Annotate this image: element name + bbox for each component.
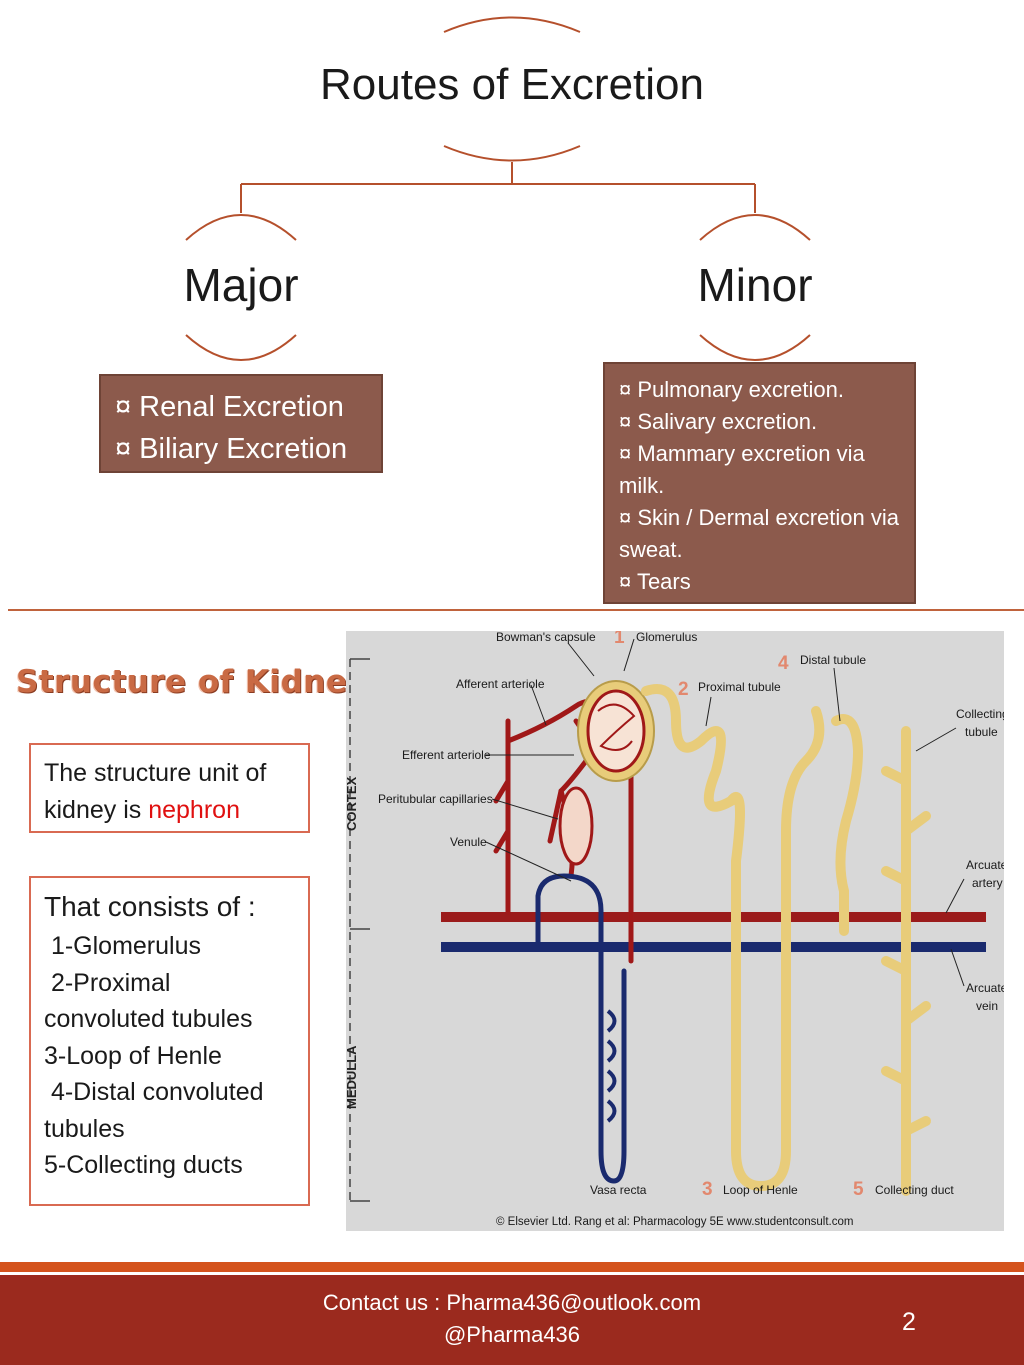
label-arcuate-artery: Arcuate	[966, 858, 1004, 872]
nephron-part: 3-Loop of Henle	[44, 1041, 222, 1070]
major-label: Major	[183, 259, 299, 311]
nephron-part: 4-Distal convoluted tubules	[44, 1078, 271, 1143]
label-glomerulus: Glomerulus	[636, 631, 697, 644]
nephron-word: nephron	[148, 796, 240, 824]
label-loop: Loop of Henle	[723, 1183, 798, 1197]
marker-5: 5	[853, 1179, 864, 1200]
marker-2: 2	[678, 679, 689, 700]
label-vasa-recta: Vasa recta	[590, 1183, 647, 1197]
medulla-label: MEDULLA	[346, 1045, 359, 1109]
page-title: Routes of Excretion	[320, 60, 704, 109]
label-arcuate-artery: artery	[972, 876, 1003, 890]
footer-handle: @Pharma436	[443, 1322, 581, 1347]
label-distal: Distal tubule	[800, 653, 866, 667]
label-collecting-tubule: tubule	[965, 725, 998, 739]
footer-contact: Contact us : Pharma436@outlook.com	[322, 1290, 702, 1315]
minor-item: ¤ Pulmonary excretion.	[619, 377, 844, 402]
footer: Contact us : Pharma436@outlook.com @Phar…	[0, 1275, 1024, 1365]
label-afferent: Afferent arteriole	[456, 677, 545, 691]
cortex-label: CORTEX	[346, 777, 359, 832]
label-efferent: Efferent arteriole	[402, 748, 491, 762]
nephron-illustration: CORTEX MEDULLA	[344, 627, 1009, 1228]
page-number: 2	[902, 1308, 916, 1336]
structure-unit-box: The structure unit of kidney is nephron	[29, 743, 310, 833]
minor-item: ¤ Tears	[619, 569, 691, 594]
marker-3: 3	[702, 1179, 713, 1200]
nephron-diagram: CORTEX MEDULLA	[344, 627, 1009, 1231]
tree-connectors	[185, 16, 811, 361]
nephron-parts-box: That consists of : 1-Glomerulus 2-Proxim…	[29, 876, 310, 1206]
major-item: ¤ Biliary Excretion	[115, 433, 348, 465]
diagram-credit: © Elsevier Ltd. Rang et al: Pharmacology…	[496, 1216, 853, 1228]
marker-4: 4	[778, 653, 789, 674]
structure-unit-text: The structure unit of kidney is	[44, 759, 267, 824]
kidney-heading: Structure of Kidney:	[16, 664, 381, 700]
consists-title: That consists of :	[44, 891, 256, 922]
minor-routes-box: ¤ Pulmonary excretion. ¤ Salivary excret…	[603, 362, 916, 604]
marker-1: 1	[614, 631, 625, 648]
label-venule: Venule	[450, 835, 487, 849]
minor-item: ¤ Salivary excretion.	[619, 409, 818, 434]
label-proximal: Proximal tubule	[698, 680, 781, 694]
nephron-part: 2-Proximal convoluted tubules	[44, 968, 253, 1034]
major-routes-box: ¤ Renal Excretion ¤ Biliary Excretion	[99, 374, 383, 473]
label-peritubular: Peritubular capillaries	[378, 792, 493, 806]
label-bowmans: Bowman's capsule	[496, 631, 596, 644]
minor-label: Minor	[697, 259, 813, 311]
label-arcuate-vein: vein	[976, 999, 998, 1013]
section-divider	[8, 609, 1024, 611]
footer-accent-band	[0, 1262, 1024, 1272]
minor-item: ¤ Mammary excretion via milk.	[619, 441, 865, 498]
label-collecting-duct: Collecting duct	[875, 1183, 954, 1197]
nephron-part: 1-Glomerulus	[44, 932, 201, 960]
label-arcuate-vein: Arcuate	[966, 981, 1004, 995]
label-collecting-tubule: Collecting	[956, 707, 1004, 721]
major-item: ¤ Renal Excretion	[115, 391, 344, 423]
nephron-part: 5-Collecting ducts	[44, 1151, 243, 1179]
minor-item: ¤ Skin / Dermal excretion via sweat.	[619, 505, 899, 562]
